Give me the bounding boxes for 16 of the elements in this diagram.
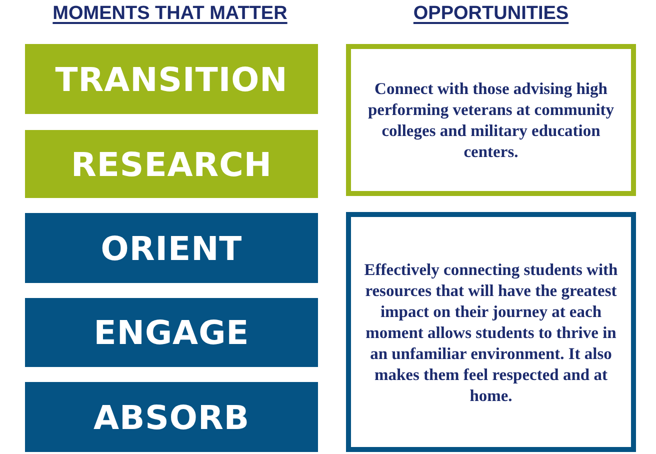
moment-box (25, 213, 318, 283)
moment-box (25, 44, 318, 114)
opportunity-text: Effectively connecting students with resources that will have the greatest impact on their journey at each moment allows students to thrive in an unfamiliar environment. It also makes them feel respected and at home. (363, 258, 619, 406)
moment-box (25, 298, 318, 367)
moment-label: TRANSITION (55, 60, 288, 98)
moment-box (25, 130, 318, 198)
column-heading: OPPORTUNITIES (412, 3, 570, 25)
opportunity-box (346, 44, 636, 196)
moment-box (25, 382, 318, 452)
moment-label: ENGAGE (94, 313, 250, 352)
moment-label: RESEARCH (70, 144, 272, 184)
opportunity-text: Connect with those advising high performing veterans at community colleges and military education centers. (366, 78, 616, 162)
opportunity-box (346, 212, 636, 452)
moment-label: ABSORB (93, 398, 250, 436)
column-heading: MOMENTS THAT MATTER (52, 3, 288, 25)
moment-label: ORIENT (100, 228, 242, 268)
